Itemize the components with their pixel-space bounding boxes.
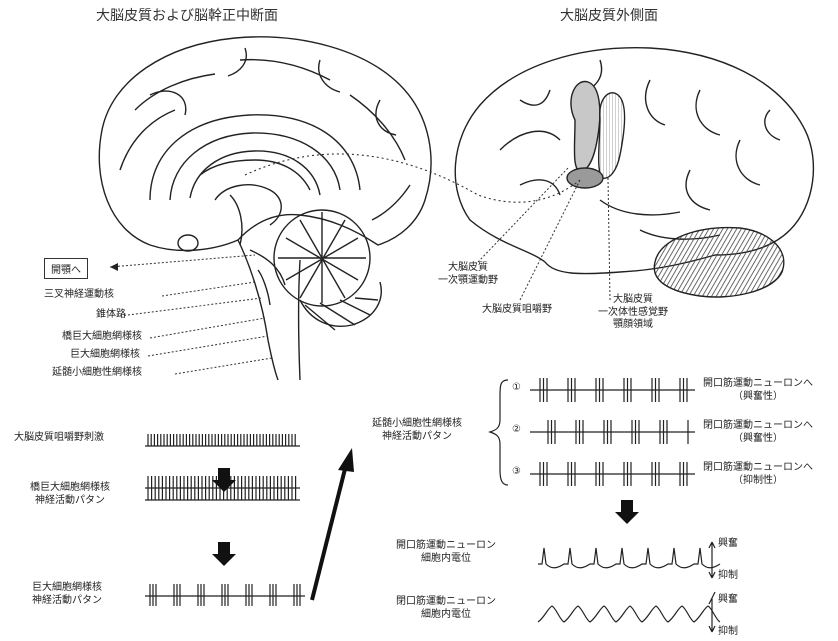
label-excite-1: 興奮 — [718, 538, 738, 551]
label-inhibit-1: 抑制 — [718, 570, 738, 583]
label-excite-2: 興奮 — [718, 594, 738, 607]
label-masticatory-area: 大脳皮質咀嚼野 — [482, 304, 552, 317]
connector-dashed — [245, 154, 580, 202]
label-pontine-giant-reticular: 橋巨大細胞網様核 — [62, 331, 142, 344]
row-target-2: 閉口筋運動ニューロンへ （興奮性） — [703, 420, 813, 445]
label-primary-jaw-motor: 大脳皮質 一次顎運動野 — [438, 262, 498, 287]
row-target-3: 閉口筋運動ニューロンへ （抑制性） — [703, 462, 813, 487]
row-num-1: ① — [512, 382, 521, 395]
potential-traces — [538, 542, 720, 632]
big-arrow-head — [338, 448, 354, 472]
label-pontine-pattern: 橋巨大細胞網様核 神経活動パタン — [30, 482, 110, 507]
label-trigeminal-motor-nucleus: 三叉神経運動核 — [44, 289, 114, 302]
box-arrowhead — [110, 263, 118, 271]
label-close-potential: 閉口筋運動ニューロン 細胞内電位 — [396, 596, 496, 621]
row-num-2: ② — [512, 424, 521, 437]
label-medullary-small-reticular: 延髄小細胞性網様核 — [52, 367, 142, 380]
label-small-reticular-pattern: 延髄小細胞性網様核 神経活動パタン — [372, 418, 462, 443]
row-num-3: ③ — [512, 466, 521, 479]
left-spike-trains — [145, 434, 305, 606]
label-primary-somatosensory: 大脳皮質 一次体性感覚野 顎顔領域 — [598, 294, 668, 332]
midsagittal-brain — [99, 37, 431, 380]
label-pyramidal-tract: 錐体路 — [96, 309, 126, 322]
big-arrow-shaft — [312, 465, 346, 600]
row-target-1: 開口筋運動ニューロンへ （興奮性） — [703, 378, 813, 403]
title-lateral: 大脳皮質外側面 — [560, 8, 658, 26]
label-open-potential: 開口筋運動ニューロン 細胞内電位 — [396, 540, 496, 565]
label-box-open-jaw: 開顎へ — [44, 258, 88, 279]
title-midsagittal: 大脳皮質および脳幹正中断面 — [96, 8, 278, 26]
label-giant-pattern: 巨大細胞網様核 神経活動パタン — [32, 582, 102, 607]
label-stimulation: 大脳皮質咀嚼野刺激 — [14, 432, 104, 445]
label-giant-reticular: 巨大細胞網様核 — [70, 349, 140, 362]
lateral-brain — [455, 48, 813, 297]
label-inhibit-2: 抑制 — [718, 626, 738, 639]
